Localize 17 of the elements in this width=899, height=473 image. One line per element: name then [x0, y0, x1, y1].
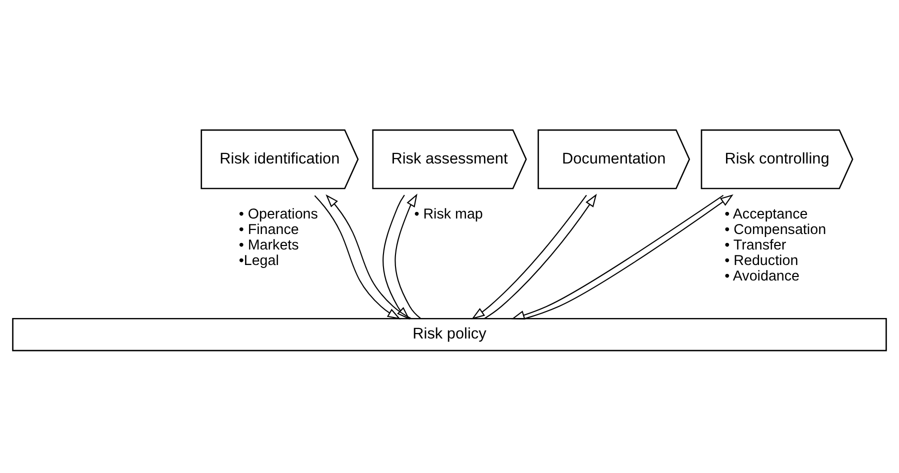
arrow	[472, 194, 587, 319]
node-label: • Finance	[238, 222, 299, 238]
node-label: • Avoidance	[724, 268, 800, 284]
arrow	[382, 194, 410, 320]
node-label: • Compensation	[724, 222, 826, 238]
node-label: • Operations	[238, 206, 318, 222]
arrow	[484, 193, 597, 318]
node-label: • Markets	[238, 237, 299, 254]
node-label: •Legal	[238, 252, 279, 269]
arrow	[326, 194, 412, 319]
arrow	[314, 194, 401, 319]
node-label: • Acceptance	[724, 206, 808, 222]
node-label: • Transfer	[724, 237, 786, 254]
node-label: • Reduction	[724, 252, 798, 269]
node-label: • Risk map	[414, 206, 483, 222]
arrow	[394, 193, 421, 318]
node-box: Risk policy	[12, 317, 887, 351]
